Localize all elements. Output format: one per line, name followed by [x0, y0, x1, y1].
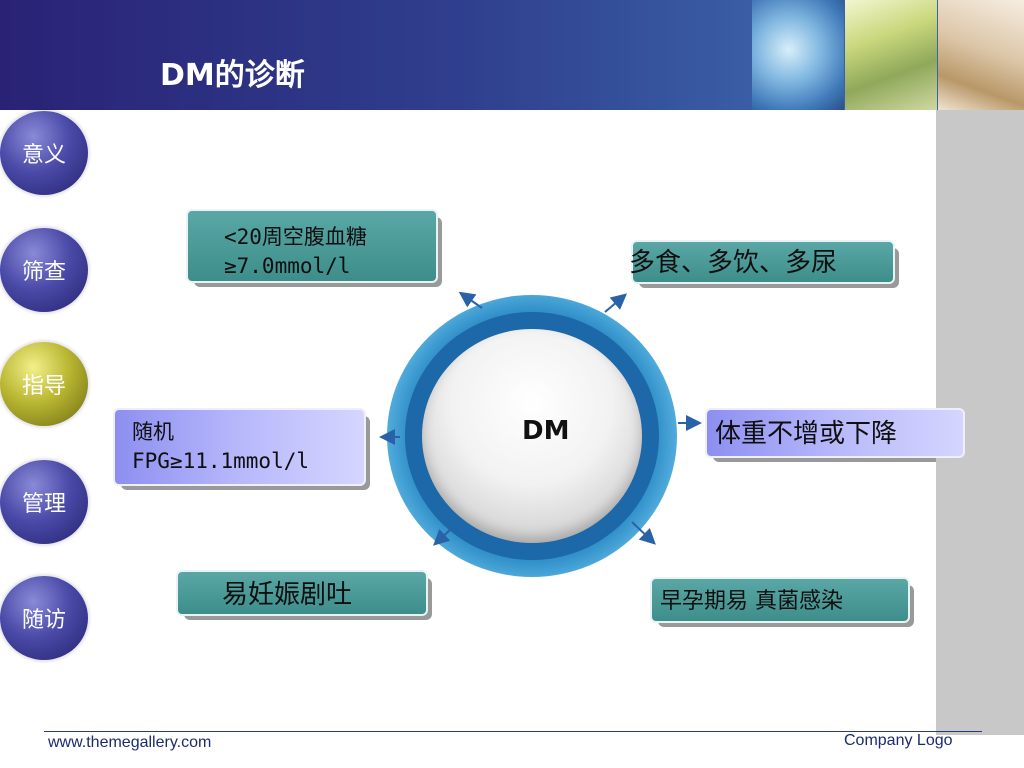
- header-photo-clock: [752, 0, 844, 110]
- footer-divider: [44, 731, 982, 732]
- box-vomiting-text: 易妊娠剧吐: [222, 580, 353, 610]
- box-fasting-line1: <20周空腹血糖: [224, 225, 367, 249]
- footer-website: www.themegallery.com: [48, 734, 212, 751]
- arrow-to-symptoms: [604, 293, 628, 313]
- box-random-glucose: 随机 FPG≥11.1mmol/l: [113, 408, 370, 490]
- nav-item-followup[interactable]: 随访: [0, 576, 88, 660]
- box-weight-text: 体重不增或下降: [715, 419, 898, 449]
- nav-item-guidance[interactable]: 指导: [0, 342, 88, 426]
- nav-item-significance[interactable]: 意义: [0, 111, 88, 195]
- nav-item-management[interactable]: 管理: [0, 460, 88, 544]
- box-weight: 体重不增或下降: [705, 408, 969, 462]
- box-random-line1: 随机: [132, 420, 174, 444]
- box-infection: 早孕期易 真菌感染: [650, 577, 914, 627]
- nav-item-screening[interactable]: 筛查: [0, 228, 88, 312]
- box-random-line2: FPG≥11.1mmol/l: [132, 449, 310, 473]
- footer-company-logo: Company Logo: [844, 732, 953, 749]
- page-title: DM的诊断: [160, 58, 305, 93]
- center-label: DM: [522, 416, 570, 446]
- box-infection-text: 早孕期易 真菌感染: [660, 589, 843, 614]
- box-fasting-line2: ≥7.0mmol/l: [224, 254, 351, 278]
- box-fasting-glucose: <20周空腹血糖 ≥7.0mmol/l: [186, 209, 442, 287]
- box-vomiting: 易妊娠剧吐: [176, 570, 432, 620]
- box-symptoms-text: 多食、多饮、多尿: [629, 248, 838, 278]
- header-photo-pen: [938, 0, 1024, 110]
- center-circle: [422, 329, 642, 543]
- header-photo-calculator: [845, 0, 937, 110]
- box-symptoms: 多食、多饮、多尿: [629, 240, 899, 288]
